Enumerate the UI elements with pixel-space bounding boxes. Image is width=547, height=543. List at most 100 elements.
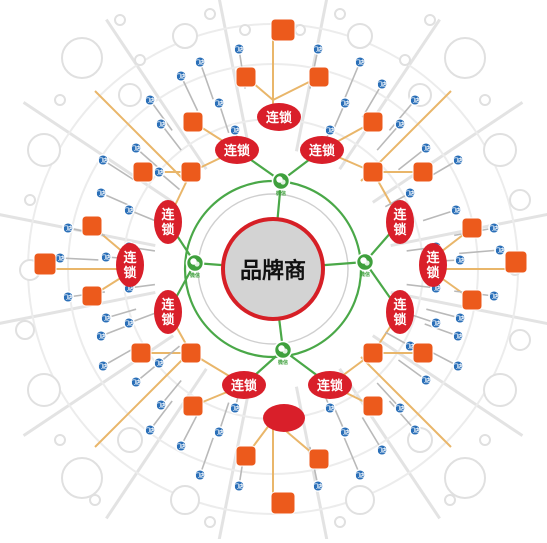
store-dot-label: 门店 xyxy=(313,483,323,490)
store-dot-label: 门店 xyxy=(453,157,463,164)
store-dot xyxy=(62,291,74,303)
background-circle-small xyxy=(399,54,411,66)
store-dot-label: 门店 xyxy=(131,379,141,386)
diagonal-trunk-line xyxy=(94,356,186,448)
chain-store-node xyxy=(308,66,330,88)
background-circle-small xyxy=(294,24,306,36)
diagonal-trunk-line xyxy=(94,90,186,182)
background-circle-small xyxy=(204,516,216,528)
hub-label: 微信 xyxy=(359,271,370,278)
store-dot xyxy=(488,222,500,234)
store-dot xyxy=(339,426,351,438)
chain-store-node xyxy=(270,18,296,42)
chain-label-char: 连 xyxy=(123,250,137,266)
store-dot-label: 门店 xyxy=(195,472,205,479)
store-dot-label: 门店 xyxy=(325,127,335,134)
store-dot xyxy=(409,424,421,436)
chain-store-node xyxy=(362,111,384,133)
chain-ellipse xyxy=(222,371,266,399)
store-dot xyxy=(100,312,112,324)
chain-ellipse xyxy=(215,136,259,164)
store-dot xyxy=(123,204,135,216)
store-dot-label: 门店 xyxy=(313,46,323,53)
store-connector xyxy=(102,159,135,181)
chain-label-vertical: 连锁 xyxy=(393,297,407,328)
background-circle xyxy=(61,37,103,79)
store-dot xyxy=(144,424,156,436)
chain-ellipses: 连锁连锁连锁连锁连锁连锁连锁连锁连锁连锁连锁 xyxy=(116,103,447,432)
store-dot-label: 门店 xyxy=(98,363,108,370)
chain-store-node xyxy=(182,395,204,417)
chain-store-node xyxy=(362,342,384,364)
store-connector xyxy=(361,417,383,451)
store-dot-label: 门店 xyxy=(453,363,463,370)
store-connector xyxy=(180,75,199,112)
store-dot-label: 门店 xyxy=(410,427,420,434)
chain-store-node xyxy=(412,342,434,364)
chain-label-char: 锁 xyxy=(393,312,406,328)
store-connector xyxy=(459,249,501,255)
store-dot xyxy=(213,97,225,109)
store-dot xyxy=(153,357,165,369)
store-dot-label: 门店 xyxy=(489,225,499,232)
store-connector xyxy=(199,437,214,476)
store-dot xyxy=(95,330,107,342)
chain-store-node xyxy=(182,111,204,133)
background-circle xyxy=(444,37,486,79)
store-dot-label: 门店 xyxy=(421,145,431,152)
background-circle xyxy=(509,329,531,351)
store-dot-label: 门店 xyxy=(145,97,155,104)
store-connector xyxy=(180,413,199,447)
chain-store-node xyxy=(235,66,257,88)
store-dot-label: 门店 xyxy=(455,315,465,322)
store-dot-label: 门店 xyxy=(156,402,166,409)
store-dot-label: 门店 xyxy=(431,285,441,292)
store-dot-label: 门店 xyxy=(195,59,205,66)
background-circle-small xyxy=(239,24,251,36)
store-dot xyxy=(155,399,167,411)
diagonal-trunk-line xyxy=(360,356,452,448)
chain-label: 连锁 xyxy=(266,110,292,126)
store-dot xyxy=(376,78,388,90)
store-connector xyxy=(424,323,459,337)
background-circle-small xyxy=(479,434,491,446)
store-dot xyxy=(229,124,241,136)
store-dot xyxy=(420,142,432,154)
store-dot-label: 门店 xyxy=(145,427,155,434)
store-connector xyxy=(343,437,361,476)
store-dot-label: 门店 xyxy=(214,100,224,107)
store-dot-label: 门店 xyxy=(176,443,186,450)
chain-label-char: 锁 xyxy=(123,265,136,281)
store-dot-label: 门店 xyxy=(410,97,420,104)
background-circle xyxy=(483,133,517,167)
wechat-bubble-icon xyxy=(364,260,370,266)
background-circle xyxy=(170,485,200,515)
background-circle-small xyxy=(54,434,66,446)
orange-nodes xyxy=(33,18,528,515)
background-circle xyxy=(444,457,486,499)
store-dot xyxy=(454,312,466,324)
store-dot xyxy=(324,124,336,136)
background-circle xyxy=(117,427,143,453)
background-circle xyxy=(15,320,35,340)
chain-store-node xyxy=(33,252,57,276)
store-connector xyxy=(388,99,416,131)
store-dot xyxy=(213,426,225,438)
store-dot xyxy=(488,290,500,302)
store-dot-label: 门店 xyxy=(63,294,73,301)
chain-label: 连锁 xyxy=(231,378,257,394)
store-dot-label: 门店 xyxy=(395,405,405,412)
store-dot-label: 门店 xyxy=(451,207,461,214)
store-dot-label: 门店 xyxy=(421,377,431,384)
background-circle xyxy=(345,485,375,515)
background-circle xyxy=(509,189,531,211)
store-dot xyxy=(354,56,366,68)
store-dot-label: 门店 xyxy=(405,343,415,350)
store-dot xyxy=(394,402,406,414)
chain-ellipse xyxy=(300,136,344,164)
chain-label: 连锁 xyxy=(224,143,250,159)
background-circle-small xyxy=(479,94,491,106)
store-dot-label: 门店 xyxy=(395,121,405,128)
store-dot xyxy=(130,376,142,388)
